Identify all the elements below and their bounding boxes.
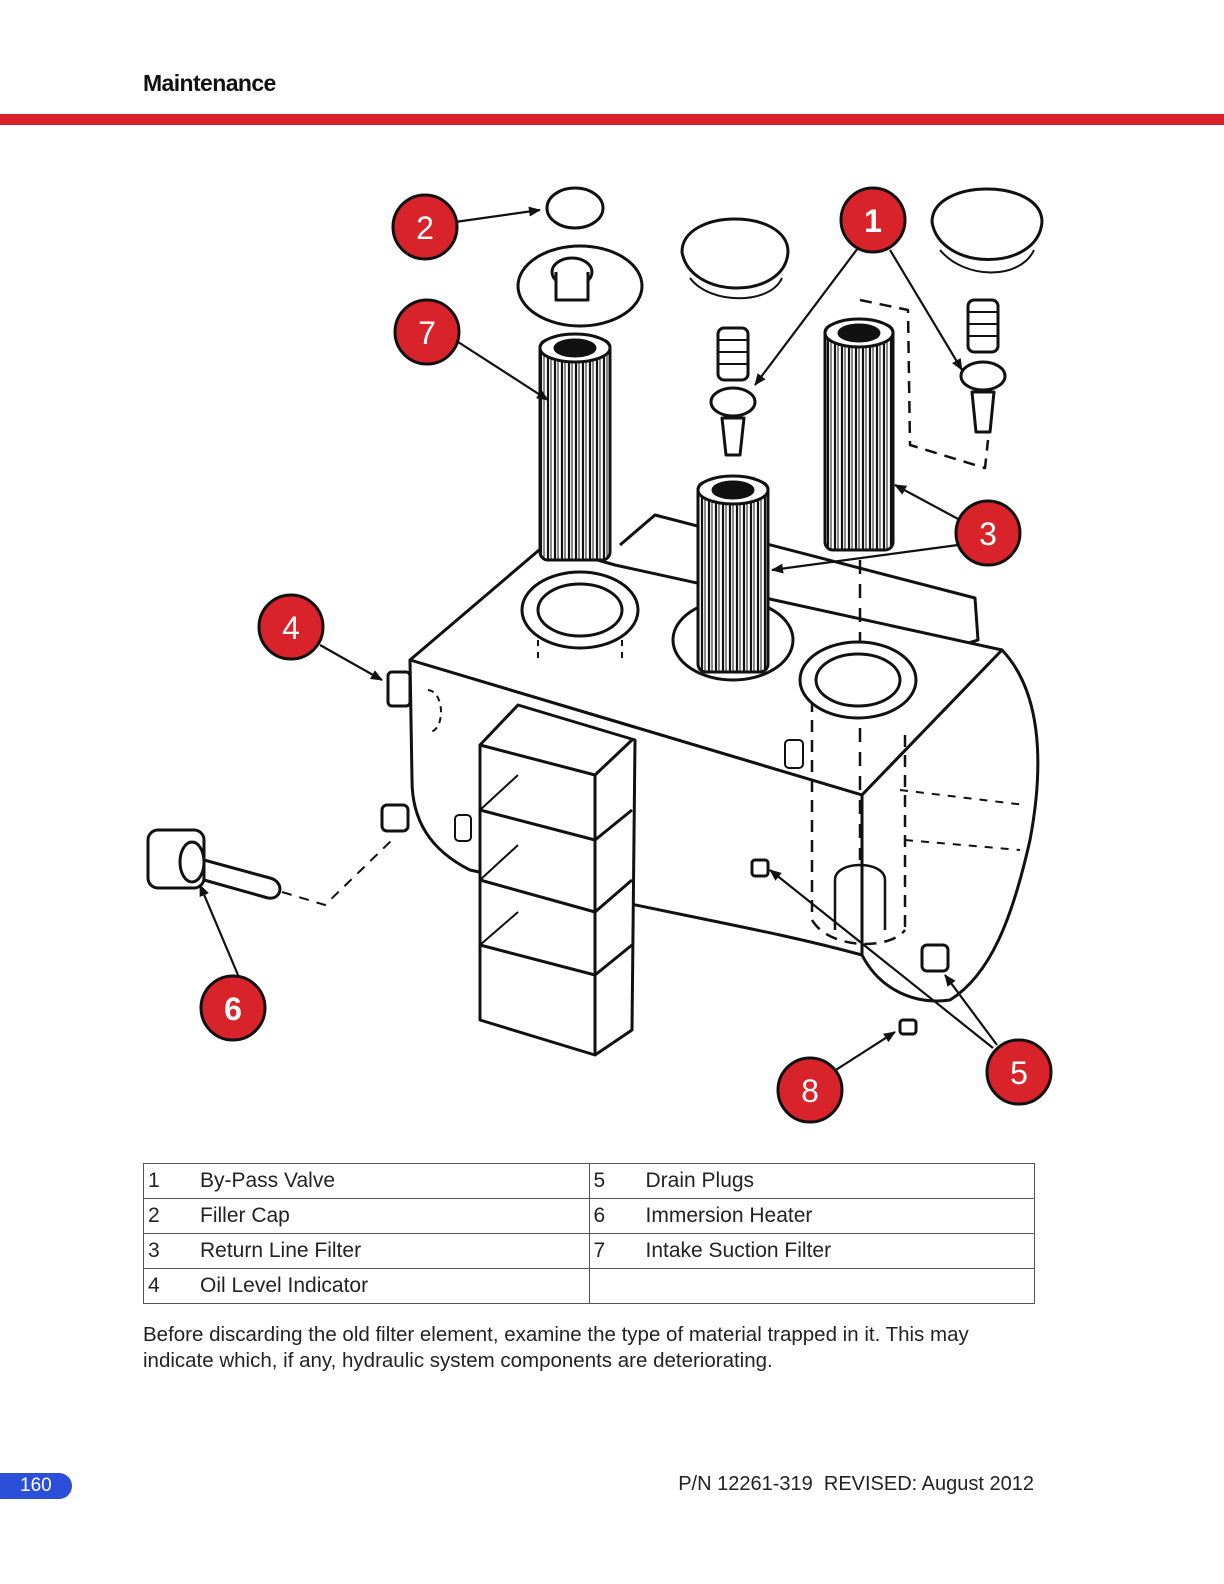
- legend-cell: 1 By-Pass Valve: [143, 1163, 590, 1199]
- legend-label: Intake Suction Filter: [645, 1239, 832, 1262]
- callout-8: 8: [776, 1056, 844, 1124]
- callout-5-label: 5: [1010, 1055, 1028, 1091]
- legend-cell-empty: [588, 1268, 1035, 1304]
- callout-4: 4: [257, 593, 325, 661]
- legend-cell: 2 Filler Cap: [143, 1198, 590, 1234]
- callout-5: 5: [985, 1038, 1053, 1106]
- header-rule: [0, 114, 1224, 125]
- leader-lines: [198, 206, 998, 1076]
- callout-6: 6: [199, 974, 267, 1042]
- legend-label: Drain Plugs: [645, 1169, 755, 1192]
- legend-number: 4: [148, 1274, 160, 1297]
- hydraulic-tank-diagram: 1 2 3 4 5 6 7 8: [0, 140, 1224, 1150]
- legend-label: Filler Cap: [200, 1204, 290, 1227]
- callout-8-label: 8: [801, 1073, 819, 1109]
- legend-label: Immersion Heater: [645, 1204, 813, 1227]
- legend-number: 1: [148, 1169, 160, 1192]
- callout-2-label: 2: [416, 210, 434, 246]
- part-number-revision: P/N 12261-319 REVISED: August 2012: [678, 1473, 1034, 1495]
- table-row: 3 Return Line Filter 7 Intake Suction Filt…: [143, 1233, 1035, 1269]
- filter-inspection-note: Before discarding the old filter element…: [143, 1323, 969, 1372]
- callout-1-label: 1: [864, 203, 882, 239]
- parts-legend-table: 1 By-Pass Valve 5 Drain Plugs 2 Filler Cap …: [143, 1163, 1035, 1304]
- callout-1: 1: [839, 186, 907, 254]
- callout-2: 2: [391, 193, 459, 261]
- table-row: 4 Oil Level Indicator: [143, 1268, 1035, 1304]
- callout-7-label: 7: [418, 315, 436, 351]
- legend-number: 2: [148, 1204, 160, 1227]
- table-row: 1 By-Pass Valve 5 Drain Plugs: [143, 1163, 1035, 1199]
- callout-badges: 1 2 3 4 5 6 7 8: [199, 186, 1053, 1124]
- legend-cell: 6 Immersion Heater: [588, 1198, 1035, 1234]
- legend-label: Return Line Filter: [200, 1239, 362, 1262]
- section-title: Maintenance: [143, 70, 276, 96]
- legend-cell: 7 Intake Suction Filter: [588, 1233, 1035, 1269]
- callout-3: 3: [954, 499, 1022, 567]
- legend-number: 7: [593, 1239, 606, 1262]
- legend-cell: 5 Drain Plugs: [588, 1163, 1035, 1199]
- tank-drawing: [146, 186, 1044, 1057]
- legend-label: By-Pass Valve: [200, 1169, 335, 1192]
- legend-number: 5: [593, 1169, 606, 1192]
- legend-label: Oil Level Indicator: [200, 1274, 369, 1297]
- legend-cell: 4 Oil Level Indicator: [143, 1268, 590, 1304]
- callout-4-label: 4: [282, 610, 300, 646]
- page-number-badge: 160: [0, 1473, 72, 1499]
- table-row: 2 Filler Cap 6 Immersion Heater: [143, 1198, 1035, 1234]
- legend-number: 6: [593, 1204, 606, 1227]
- legend-cell: 3 Return Line Filter: [143, 1233, 590, 1269]
- callout-3-label: 3: [979, 516, 997, 552]
- callout-7: 7: [393, 298, 461, 366]
- legend-number: 3: [148, 1239, 160, 1262]
- callout-6-label: 6: [224, 991, 242, 1027]
